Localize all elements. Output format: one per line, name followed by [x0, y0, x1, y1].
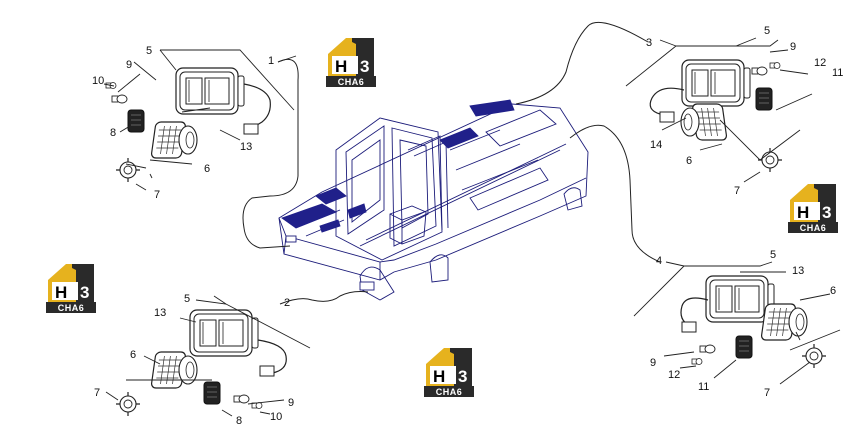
callout-label: 12 — [814, 57, 826, 69]
callout-label: 7 — [734, 185, 740, 197]
lamp-assembly-top-left — [103, 49, 297, 191]
callout-label: 14 — [650, 139, 662, 151]
brand-logo-right: H 3 CHA6 — [788, 184, 838, 233]
logo-mark-digit: 3 — [80, 283, 89, 302]
callout-label: 5 — [146, 45, 152, 57]
callout-label: 1 — [268, 55, 274, 67]
logo-band-text: CHA6 — [436, 387, 463, 397]
callout-label: 11 — [698, 381, 709, 393]
callout-label: 8 — [110, 127, 116, 139]
lamp-assembly-top-right — [625, 37, 813, 183]
callout-label: 6 — [686, 155, 692, 167]
lamp-assembly-bottom-left — [105, 295, 311, 417]
cab-assembly — [278, 99, 589, 301]
callout-label: 3 — [646, 37, 652, 49]
logo-band-text: CHA6 — [58, 303, 85, 313]
callout-label: 9 — [288, 397, 294, 409]
callout-label: 13 — [792, 265, 804, 277]
callout-label: 13 — [240, 141, 252, 153]
callout-label: 2 — [284, 297, 290, 309]
callout-label: 7 — [764, 387, 770, 399]
brand-logo-top: H 3 CHA6 — [326, 38, 376, 87]
callout-label: 12 — [668, 369, 680, 381]
logo-mark-letter: H — [797, 203, 809, 222]
logo-mark-letter: H — [335, 57, 347, 76]
logo-mark-digit: 3 — [458, 367, 467, 386]
logo-band-text: CHA6 — [338, 77, 365, 87]
callout-label: 7 — [154, 189, 160, 201]
callout-label: 10 — [270, 411, 282, 423]
callout-label: 8 — [236, 415, 242, 427]
logo-mark-letter: H — [55, 283, 67, 302]
callout-label: 9 — [790, 41, 796, 53]
lamp-assembly-bottom-right — [633, 261, 841, 385]
leader-curves — [242, 21, 661, 305]
callout-label: 5 — [184, 293, 190, 305]
logo-mark-digit: 3 — [360, 57, 369, 76]
callout-label: 6 — [204, 163, 210, 175]
logo-mark-letter: H — [433, 367, 445, 386]
callout-label: 4 — [656, 255, 662, 267]
callout-label: 6 — [830, 285, 836, 297]
callout-label: 11 — [832, 67, 843, 79]
callouts-top-right: 3 5 9 12 11 14 6 7 — [646, 25, 843, 197]
brand-logo-left: H 3 CHA6 — [46, 264, 96, 313]
callout-label: 9 — [650, 357, 656, 369]
callout-label: 9 — [126, 59, 132, 71]
callout-label: 10 — [92, 75, 104, 87]
callout-label: 5 — [764, 25, 770, 37]
logo-band-text: CHA6 — [800, 223, 827, 233]
callout-label: 6 — [130, 349, 136, 361]
callouts-top-left: 1 5 9 10 8 13 6 7 — [92, 45, 274, 201]
brand-logo-center: H 3 CHA6 — [424, 348, 474, 397]
callout-label: 13 — [154, 307, 166, 319]
logo-mark-digit: 3 — [822, 203, 831, 222]
callouts-bottom-left: 2 5 13 6 7 8 9 10 — [94, 293, 294, 427]
callouts-bottom-right: 4 5 13 6 9 12 11 7 — [650, 249, 836, 399]
callout-label: 5 — [770, 249, 776, 261]
callout-label: 7 — [94, 387, 100, 399]
